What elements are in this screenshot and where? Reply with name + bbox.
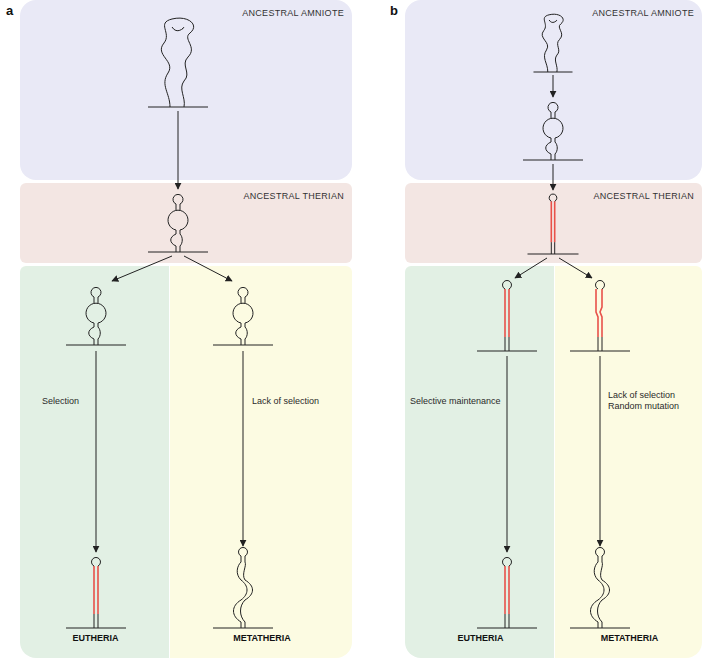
- bulged-hairpin: [66, 287, 126, 345]
- stable-hairpin: [66, 557, 126, 628]
- lineage-panel: Lack of selection Random mutationMETATHE…: [555, 266, 702, 658]
- stable-hairpin: [528, 194, 579, 254]
- arrow: [178, 111, 179, 189]
- lineage-panel: Lack of selectionMETATHERIA: [170, 266, 352, 658]
- stage-title: ANCESTRAL AMNIOTE: [592, 8, 694, 19]
- degraded-hairpin: [213, 547, 273, 628]
- ancestral-band: ANCESTRAL AMNIOTE: [20, 0, 352, 180]
- clade-name: EUTHERIA: [22, 633, 169, 644]
- arrow: [96, 351, 97, 552]
- panel-a-structures: [66, 18, 273, 628]
- panel-a-arrows: [96, 111, 243, 552]
- bulged-hairpin: [148, 194, 208, 252]
- arrow: [553, 75, 554, 97]
- clade-name: METATHERIA: [172, 633, 352, 644]
- stage-title: ANCESTRAL THERIAN: [593, 191, 694, 202]
- panel-label: b: [390, 3, 398, 18]
- unstructured-rna: [148, 18, 208, 107]
- panel-label: a: [6, 3, 13, 18]
- arrow: [507, 356, 508, 552]
- process-label: Selection: [42, 396, 79, 407]
- degraded-hairpin: [570, 547, 630, 628]
- ancestral-band: ANCESTRAL THERIAN: [20, 183, 352, 263]
- panel-b-structures: [477, 14, 630, 628]
- clade-name: METATHERIA: [557, 633, 702, 644]
- process-label: Selective maintenance: [410, 396, 501, 407]
- unstructured-rna: [534, 14, 573, 72]
- lineage-panel: SelectionEUTHERIA: [20, 266, 169, 658]
- panel-b-arrows: [507, 75, 600, 552]
- process-label: Lack of selection Random mutation: [608, 390, 690, 412]
- arrow: [243, 351, 244, 546]
- bulged-hairpin: [523, 102, 583, 160]
- arrow: [600, 356, 601, 546]
- lineage-panel: Selective maintenanceEUTHERIA: [405, 266, 554, 658]
- arrow: [559, 258, 592, 278]
- process-label: Lack of selection: [252, 396, 319, 407]
- ancestral-band: ANCESTRAL THERIAN: [405, 183, 702, 263]
- stable-hairpin: [477, 557, 537, 628]
- stage-title: ANCESTRAL AMNIOTE: [242, 8, 344, 19]
- ancestral-band: ANCESTRAL AMNIOTE: [405, 0, 702, 180]
- stage-title: ANCESTRAL THERIAN: [243, 191, 344, 202]
- stable-hairpin: [477, 280, 537, 351]
- arrow: [112, 256, 172, 281]
- arrow: [553, 164, 554, 190]
- clade-name: EUTHERIA: [407, 633, 554, 644]
- arrow: [184, 256, 232, 281]
- kinked-hairpin: [570, 280, 630, 351]
- arrow: [515, 258, 547, 278]
- bulged-hairpin: [213, 287, 273, 345]
